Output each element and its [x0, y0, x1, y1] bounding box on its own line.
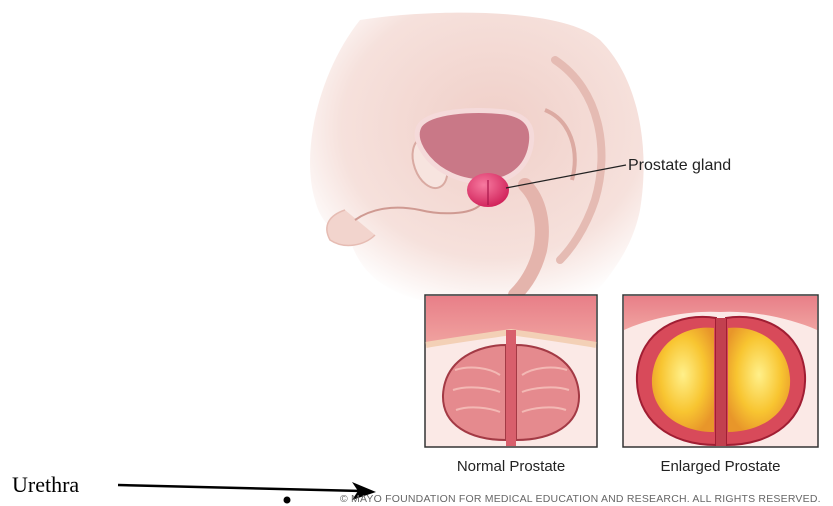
enlarged-prostate-label: Enlarged Prostate — [623, 458, 818, 475]
urethra-arrow-line — [118, 485, 362, 491]
pelvis-section — [310, 13, 644, 300]
bullet-dot — [284, 497, 291, 504]
prostate-gland-label: Prostate gland — [628, 157, 731, 175]
enlarged-prostate-panel — [623, 295, 818, 447]
copyright-notice: © MAYO FOUNDATION FOR MEDICAL EDUCATION … — [340, 493, 833, 505]
normal-prostate-panel — [425, 295, 597, 447]
normal-prostate-label: Normal Prostate — [425, 458, 597, 475]
urethra-label: Urethra — [12, 472, 79, 498]
